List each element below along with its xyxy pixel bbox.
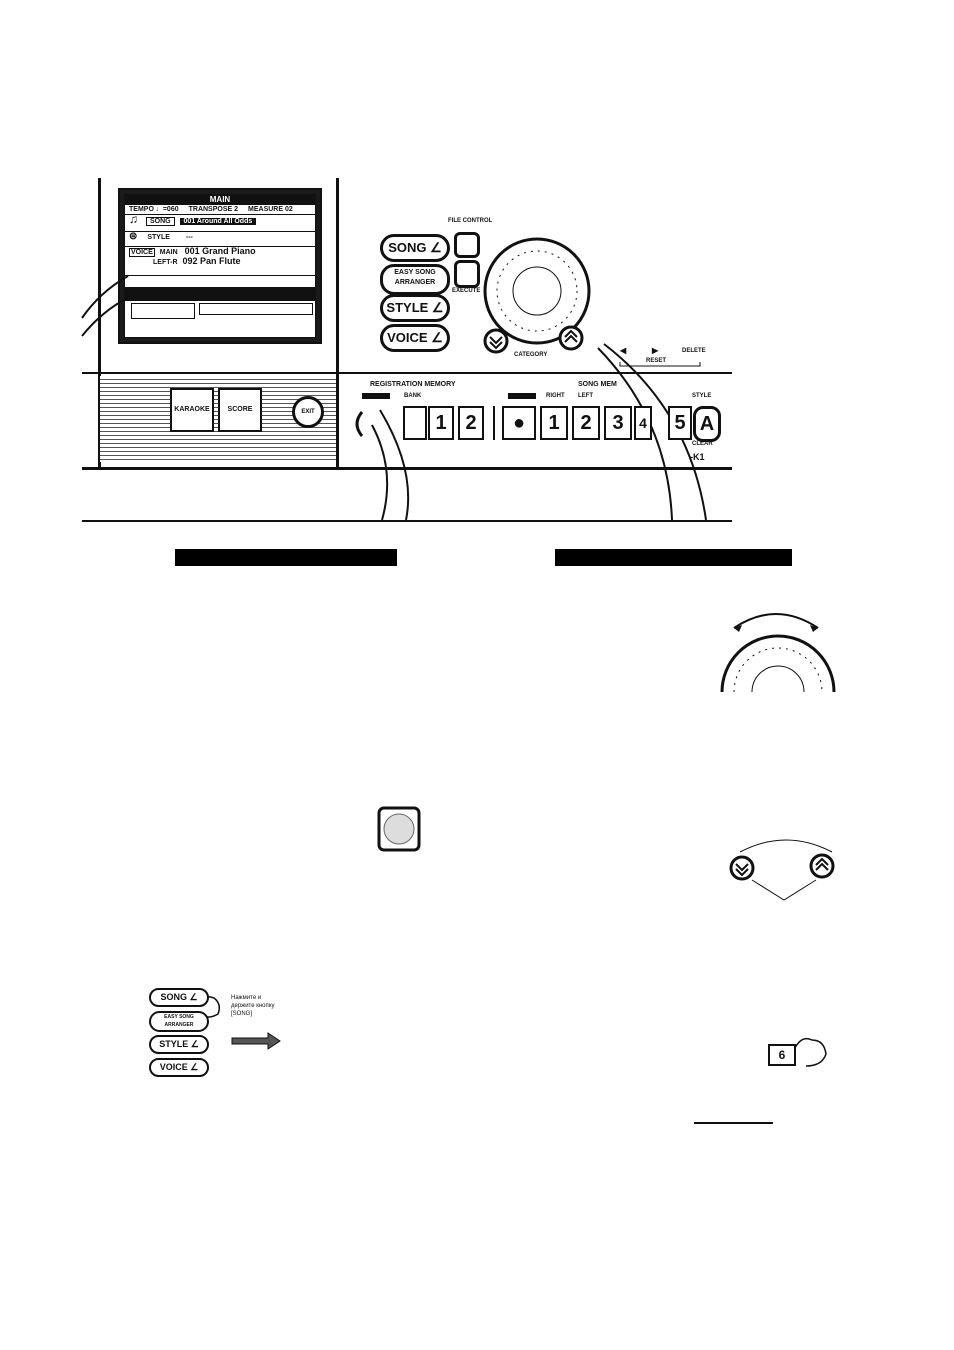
execute-label: EXECUTE	[452, 288, 481, 294]
execute-button[interactable]	[454, 260, 480, 288]
bank-button[interactable]	[403, 406, 427, 440]
display-tempo: TEMPO ♩=060	[129, 206, 179, 213]
display-transpose: TRANSPOSE 2	[188, 206, 239, 213]
file-control-button[interactable]	[454, 232, 480, 258]
data-dial[interactable]	[485, 239, 589, 343]
song-memory-key-5[interactable]: 5	[668, 406, 692, 440]
left-section-heading	[175, 549, 397, 566]
file-control-label: FILE CONTROL	[448, 218, 493, 224]
display-measure: MEASURE 02	[248, 206, 293, 213]
delete-label: DELETE	[682, 348, 706, 354]
song-button[interactable]: SONG ∠	[380, 234, 450, 262]
small-style-button[interactable]: STYLE ∠	[149, 1035, 209, 1054]
small-voice-button[interactable]: VOICE ∠	[149, 1058, 209, 1077]
display-song-name: 001 Around All Odds	[179, 218, 257, 225]
display-voice-left-label: LEFT-R	[153, 259, 178, 266]
display-voice-label: VOICE	[129, 248, 155, 257]
song-memory-key-4[interactable]: 4	[634, 406, 652, 440]
rotate-dial-illustration	[722, 600, 834, 692]
voice-button[interactable]: VOICE ∠	[380, 324, 450, 352]
model-suffix: -K1	[690, 452, 705, 462]
divider	[493, 406, 495, 440]
bank-label: BANK	[404, 393, 422, 399]
display-voice-left: 092 Pan Flute	[182, 256, 241, 266]
display-voice-main: 001 Grand Piano	[184, 246, 256, 256]
left-arrow-icon: ◀	[620, 346, 627, 355]
display-song-label: SONG	[145, 217, 175, 226]
record-button[interactable]: ●	[502, 406, 536, 440]
right-section-heading	[555, 549, 792, 566]
memory-label-bar	[362, 393, 390, 399]
song-memory-key-2[interactable]: 2	[572, 406, 600, 440]
song-memory-key-1[interactable]: 1	[540, 406, 568, 440]
right-arrow-icon: ▶	[652, 346, 659, 355]
number-key-6[interactable]: 6	[768, 1044, 796, 1066]
reset-label: RESET	[646, 358, 667, 364]
category-label: CATEGORY	[514, 352, 548, 358]
display-title: MAIN	[125, 195, 315, 205]
rec-label-bar	[508, 393, 536, 399]
song-memory-key-3[interactable]: 3	[604, 406, 632, 440]
style-small-label: STYLE	[692, 393, 712, 399]
note-icon: ♫	[129, 212, 138, 226]
registration-key-1[interactable]: 1	[428, 406, 454, 440]
score-button[interactable]: SCORE	[218, 388, 262, 432]
display-voice-main-label: MAIN	[159, 249, 178, 256]
display-style-value: ---	[185, 234, 193, 241]
press-hold-caption: Нажмите и держите кнопку [SONG]	[231, 995, 275, 1017]
style-a-button[interactable]: A	[693, 406, 721, 442]
song-memory-title: SONG MEM	[578, 381, 617, 388]
registration-memory-title: REGISTRATION MEMORY	[370, 381, 456, 388]
display-style-label: STYLE	[147, 234, 170, 241]
left-label: LEFT	[578, 393, 593, 399]
right-label: RIGHT	[546, 393, 565, 399]
clear-label: CLEAR	[692, 441, 713, 447]
small-song-button[interactable]: SONG ∠	[149, 988, 209, 1007]
drum-icon: ⊜	[129, 231, 138, 242]
exit-button[interactable]: EXIT	[292, 396, 324, 428]
style-button[interactable]: STYLE ∠	[380, 294, 450, 322]
registration-key-2[interactable]: 2	[458, 406, 484, 440]
karaoke-button[interactable]: KARAOKE	[170, 388, 214, 432]
round-button-illustration	[379, 808, 419, 850]
lcd-display: MAIN TEMPO ♩=060 TRANSPOSE 2 MEASURE 02 …	[118, 188, 322, 344]
